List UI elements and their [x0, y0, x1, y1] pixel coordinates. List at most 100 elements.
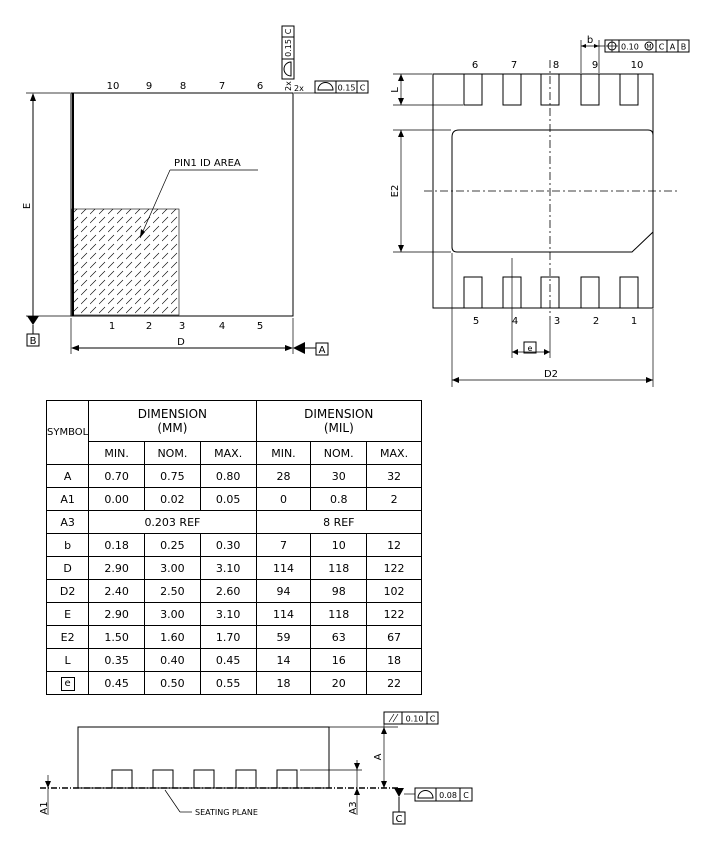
mil-value-cell: 118 [310, 556, 368, 580]
mm-value-cell: 0.35 [88, 648, 145, 672]
seating-plane-label: SEATING PLANE [195, 808, 258, 817]
pin1-id-area [71, 208, 180, 316]
symbol-cell: e [45, 671, 90, 695]
side-view-body [77, 726, 330, 789]
bottom-pin-label: 2 [593, 316, 599, 327]
top-pin-label: 8 [553, 60, 559, 71]
mm-value-cell: 2.90 [88, 556, 145, 580]
dim-d2-label: D2 [544, 369, 558, 380]
exposed-pad [451, 129, 654, 253]
top-pin-label: 9 [592, 60, 598, 71]
tol-vert-value: 0.15 [284, 39, 293, 57]
mil-header-title: DIMENSION [304, 407, 374, 421]
mil-value-cell: 114 [255, 602, 312, 626]
side-lead [235, 769, 257, 789]
fcf-datum: A [670, 43, 676, 52]
symbol-cell: D2 [45, 579, 90, 603]
mm-ref-cell: 0.203 REF [88, 510, 257, 534]
dimension-table: SYMBOL DIMENSION (MM) DIMENSION (MIL) MI… [45, 400, 423, 695]
bottom-pin-label: 3 [554, 316, 560, 327]
side-lead [276, 769, 298, 789]
top-pin-label: 6 [472, 60, 478, 71]
pad [619, 73, 639, 106]
symbol-cell: E2 [45, 625, 90, 649]
mil-value-cell: 10 [310, 533, 368, 557]
pad [463, 276, 483, 309]
datum-a-label: A [319, 345, 326, 356]
mil-value-cell: 114 [255, 556, 312, 580]
top-pin-label: 8 [180, 81, 186, 92]
mm-value-cell: 2.90 [88, 602, 145, 626]
sub-header: MIN. [255, 441, 312, 465]
bottom-pin-label: 4 [512, 316, 518, 327]
datum-c-label: C [396, 814, 403, 825]
mm-header-title: DIMENSION [137, 407, 208, 421]
mm-value-cell: 2.40 [88, 579, 145, 603]
mm-value-cell: 3.10 [199, 556, 257, 580]
flat-datum: C [463, 791, 469, 800]
mm-value-cell: 0.00 [88, 487, 145, 511]
dim-a1-label: A1 [39, 801, 50, 814]
mil-value-cell: 122 [366, 602, 422, 626]
symbol-cell: A [45, 464, 90, 488]
symbol-cell: A1 [45, 487, 90, 511]
pad [463, 73, 483, 106]
tol-right-datum: C [360, 84, 366, 93]
pin1-id-label: PIN1 ID AREA [174, 158, 241, 169]
symbol-cell: L [45, 648, 90, 672]
tol-2x-label-vertical: 2x [284, 81, 293, 91]
dim-l-label: L [390, 87, 401, 93]
mil-value-cell: 67 [366, 625, 422, 649]
mil-value-cell: 32 [366, 464, 422, 488]
flat-value: 0.08 [439, 791, 457, 800]
mm-value-cell: 3.00 [143, 556, 201, 580]
mil-value-cell: 118 [310, 602, 368, 626]
mm-header-unit: (MM) [157, 421, 188, 435]
dim-b-label: b [587, 35, 593, 46]
mm-value-cell: 0.02 [143, 487, 201, 511]
fcf-modifier: M [646, 44, 651, 51]
mil-header-unit: (MIL) [323, 421, 354, 435]
dim-e-label: E [22, 203, 33, 209]
mm-value-cell: 0.25 [143, 533, 201, 557]
top-view: 10 9 8 7 6 1 2 3 4 5 PIN1 ID AREA E B D [22, 25, 369, 356]
pad [502, 73, 522, 106]
top-pin-label: 7 [219, 81, 225, 92]
symbol-cell: D [45, 556, 90, 580]
bottom-pin-label: 5 [257, 321, 263, 332]
side-lead [193, 769, 215, 789]
top-pin-label: 10 [631, 60, 644, 71]
mil-value-cell: 102 [366, 579, 422, 603]
mm-value-cell: 0.45 [199, 648, 257, 672]
mil-value-cell: 18 [366, 648, 422, 672]
dim-a-label: A [373, 753, 384, 760]
mm-value-cell: 1.70 [199, 625, 257, 649]
symbol-header: SYMBOL [45, 400, 90, 465]
symbol-cell-boxed: e [60, 676, 75, 691]
mil-value-cell: 0.8 [310, 487, 368, 511]
sub-header: MIN. [88, 441, 145, 465]
bottom-pin-label: 3 [179, 321, 185, 332]
top-view-outline [70, 92, 294, 317]
mil-value-cell: 16 [310, 648, 368, 672]
pad [580, 73, 600, 106]
mil-header: DIMENSION (MIL) [255, 400, 423, 442]
mil-value-cell: 14 [255, 648, 312, 672]
side-lead [111, 769, 133, 789]
mm-value-cell: 0.40 [143, 648, 201, 672]
dim-a3-label: A3 [348, 801, 359, 814]
tol-2x-label: 2x [294, 84, 304, 93]
pad [580, 276, 600, 309]
side-lead [152, 769, 174, 789]
top-pin-label: 6 [257, 81, 263, 92]
pad [619, 276, 639, 309]
mm-value-cell: 0.18 [88, 533, 145, 557]
mm-value-cell: 3.00 [143, 602, 201, 626]
